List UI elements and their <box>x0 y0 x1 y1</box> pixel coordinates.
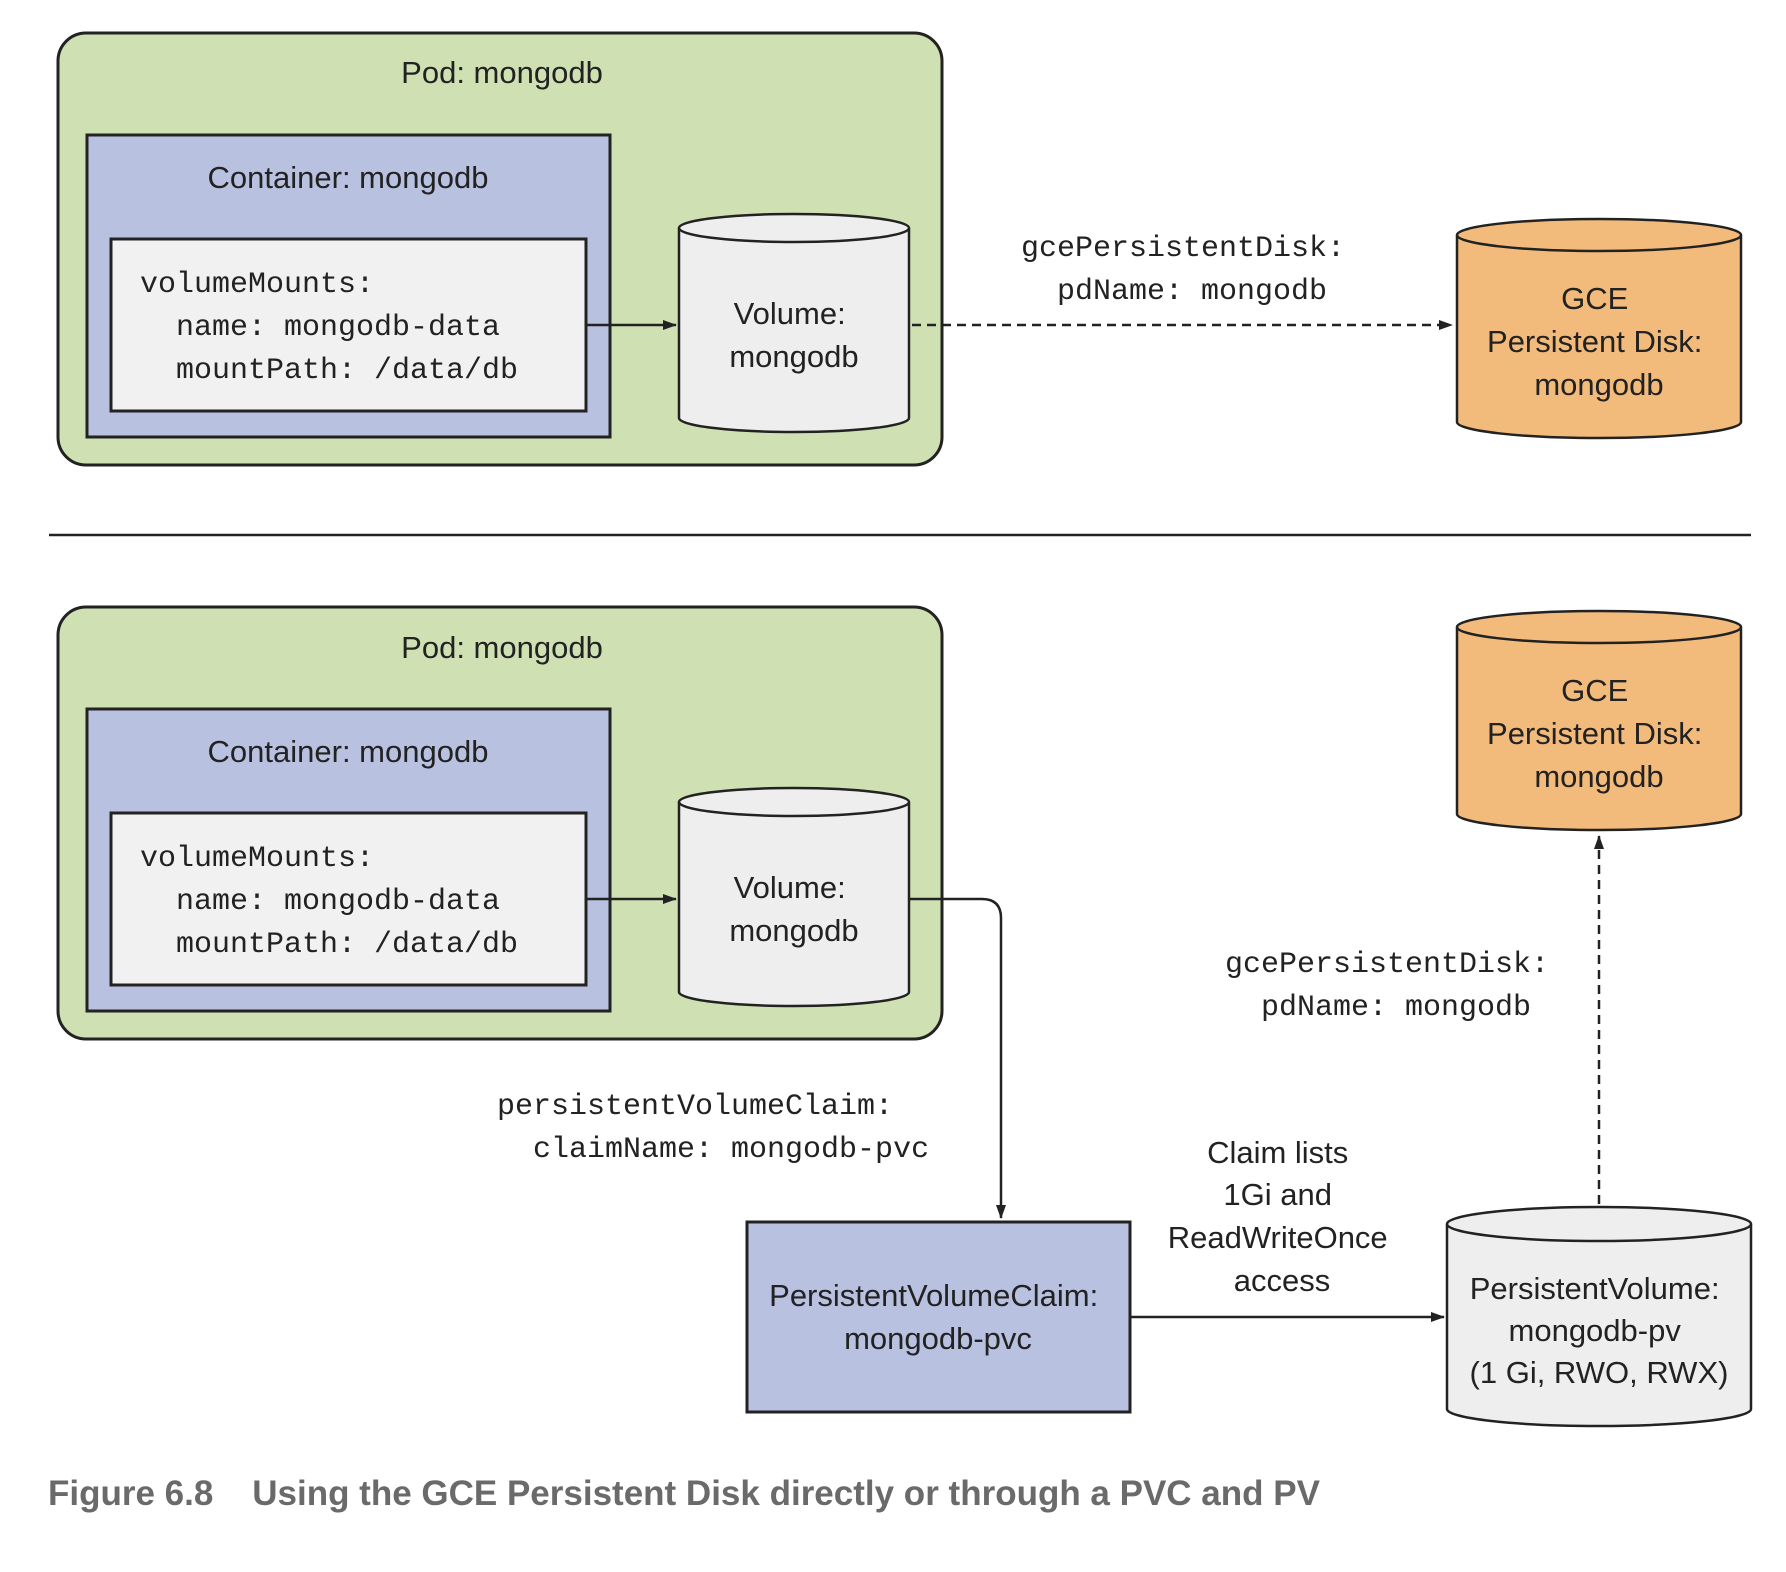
code-line: volumeMounts: <box>140 268 374 302</box>
code-line: mountPath: /data/db <box>140 928 518 962</box>
pvc-box: PersistentVolumeClaim: mongodb-pvc <box>745 1220 1132 1414</box>
gce-reference-code: gcePersistentDisk: pdName: mongodb <box>0 0 1471 309</box>
container-label: Container: mongodb <box>208 160 489 195</box>
pod-label: Pod: mongodb <box>401 630 603 665</box>
pod-label: Pod: mongodb <box>401 55 603 90</box>
volume-mounts-code: volumeMounts: name: mongodb-data mountPa… <box>0 0 626 388</box>
gce-disk-cylinder: GCE Persistent Disk: mongodb <box>1455 609 1743 832</box>
volume-label: Volume: mongodb <box>729 296 858 374</box>
code-line: name: mongodb-data <box>140 311 500 345</box>
direct-gce-section: Pod: mongodb Container: mongodb volumeMo… <box>0 0 1743 467</box>
pv-cylinder: PersistentVolume: mongodb-pv (1 Gi, RWO,… <box>1445 1205 1753 1428</box>
pvc-label: PersistentVolumeClaim: mongodb-pvc <box>769 1278 1107 1356</box>
volume-cylinder: Volume: mongodb <box>677 786 911 1008</box>
volume-label: Volume: mongodb <box>729 870 858 948</box>
code-line: volumeMounts: <box>140 842 374 876</box>
claim-note: Claim lists 1Gi and ReadWriteOnce access <box>1168 1135 1397 1298</box>
pvc-pv-section: Pod: mongodb Container: mongodb volumeMo… <box>0 0 1753 1428</box>
pvc-reference-code: persistentVolumeClaim: claimName: mongod… <box>0 0 1019 1167</box>
pv-label: PersistentVolume: mongodb-pv (1 Gi, RWO,… <box>1470 1271 1729 1390</box>
figure-caption: Figure 6.8 Using the GCE Persistent Disk… <box>48 1474 1320 1513</box>
volume-mounts-box <box>109 237 588 413</box>
code-line: name: mongodb-data <box>140 885 500 919</box>
volume-cylinder: Volume: mongodb <box>677 212 911 434</box>
volume-to-pvc-arrow <box>909 897 1006 1219</box>
code-line: mountPath: /data/db <box>140 354 518 388</box>
gce-disk-cylinder: GCE Persistent Disk: mongodb <box>1455 217 1743 440</box>
gce-disk-label: GCE Persistent Disk: mongodb <box>1487 673 1711 794</box>
gce-disk-label: GCE Persistent Disk: mongodb <box>1487 281 1711 402</box>
volume-mounts-box <box>109 811 588 987</box>
volume-mounts-code: volumeMounts: name: mongodb-data mountPa… <box>0 0 626 962</box>
container-label: Container: mongodb <box>208 734 489 769</box>
gce-reference-code: gcePersistentDisk: pdName: mongodb <box>1225 948 1549 1025</box>
